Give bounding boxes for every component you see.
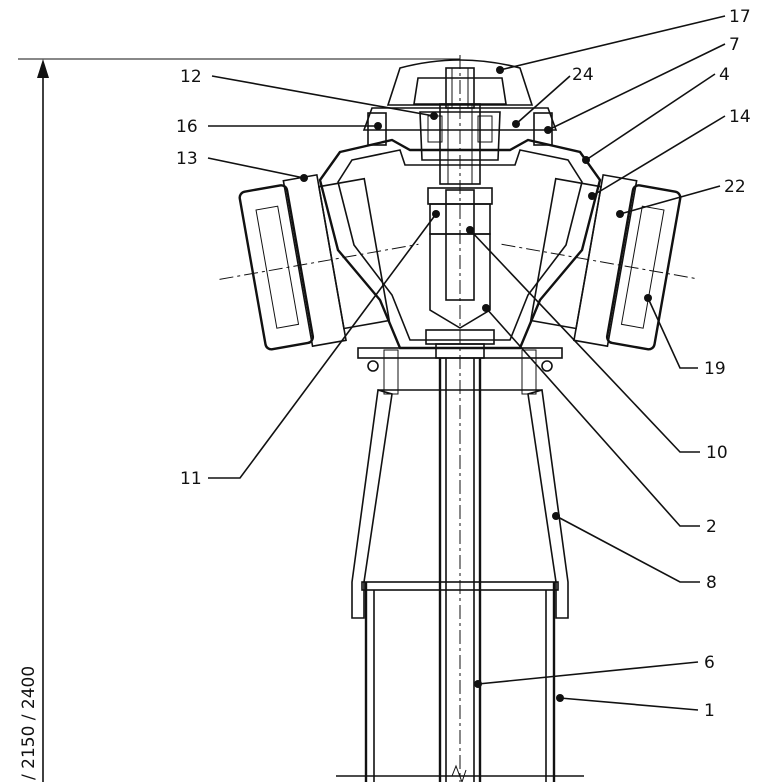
callout-6: 6 — [704, 653, 715, 673]
callout-17: 17 — [729, 7, 751, 27]
callout-11: 11 — [180, 469, 202, 489]
height-dimension: / 2150 / 2400 — [18, 58, 460, 782]
callout-4: 4 — [719, 65, 730, 85]
callout-12: 12 — [180, 67, 202, 87]
bonnet — [362, 103, 558, 185]
callout-22: 22 — [724, 177, 746, 197]
height-dimension-label: / 2150 / 2400 — [19, 666, 39, 780]
callout-13: 13 — [176, 149, 198, 169]
hydrant-body — [318, 138, 602, 350]
callout-14: 14 — [729, 107, 751, 127]
callout-19: 19 — [704, 359, 726, 379]
callout-7: 7 — [729, 35, 740, 55]
left-outlet-coupling — [219, 173, 419, 351]
lower-barrel — [351, 388, 569, 619]
callout-2: 2 — [706, 517, 717, 537]
leader-lines — [207, 15, 726, 711]
callout-16: 16 — [176, 117, 198, 137]
mid-flange — [357, 347, 563, 395]
callout-1: 1 — [704, 701, 715, 721]
callout-10: 10 — [706, 443, 728, 463]
right-outlet-coupling — [501, 173, 699, 351]
callout-24: 24 — [572, 65, 594, 85]
operating-rod — [438, 358, 482, 782]
callout-8: 8 — [706, 573, 717, 593]
callout-labels: 17 7 4 24 12 16 14 13 22 19 10 11 2 8 6 … — [176, 7, 751, 721]
